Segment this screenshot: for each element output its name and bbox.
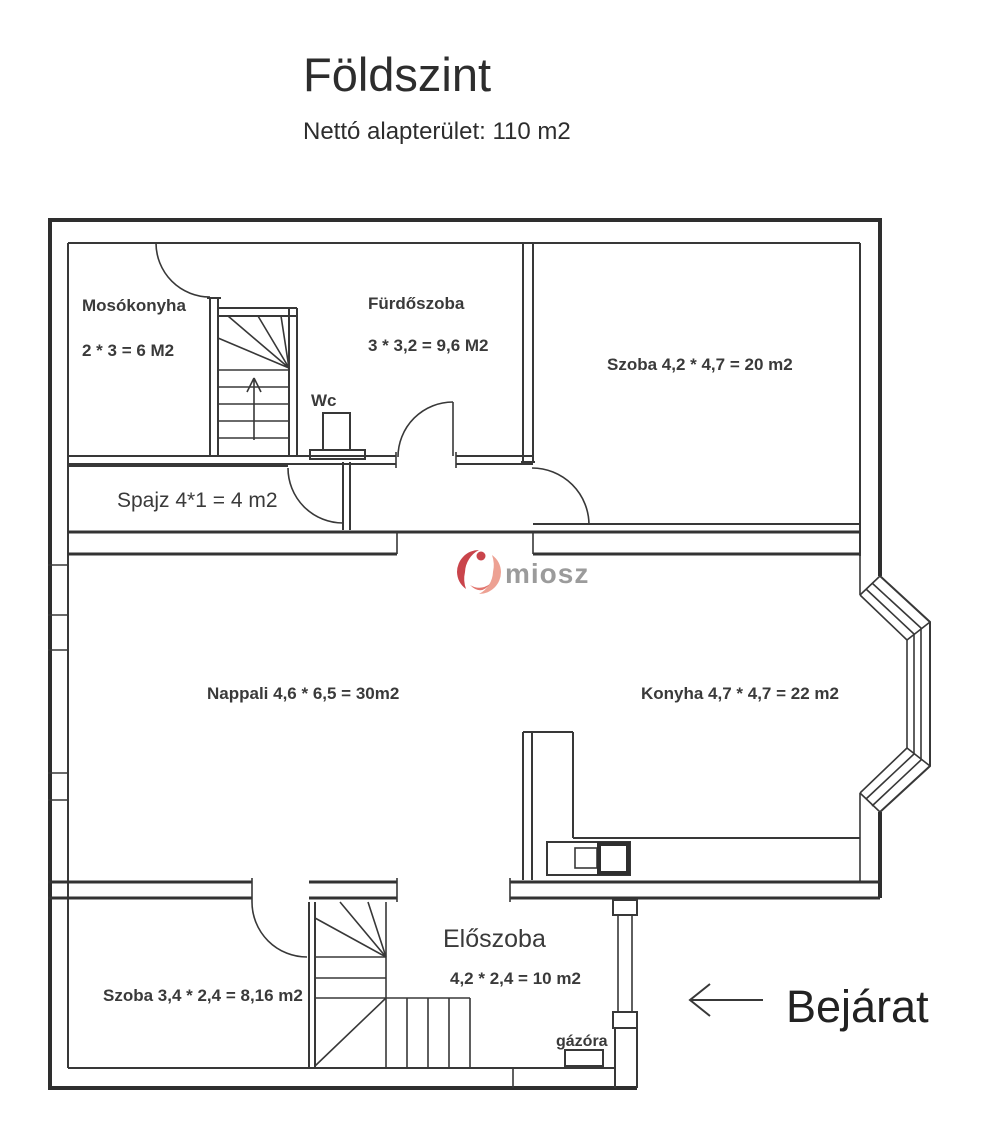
gazora-label: gázóra [556, 1033, 608, 1050]
kitchen-counter [546, 841, 631, 876]
room-label-eloszoba: Előszoba [443, 925, 546, 953]
room-area-mosokonyha: 2 * 3 = 6 M2 [82, 341, 174, 360]
bathroom-door [397, 401, 454, 458]
stove-icon [597, 842, 630, 875]
room-label-mosokonyha: Mosókonyha [82, 296, 186, 315]
szoba-also-door-arc [251, 901, 308, 958]
entrance-door [612, 899, 638, 1088]
room-label-furdoszoba: Fürdőszoba [368, 294, 465, 313]
bathroom-corridor-wall [68, 452, 533, 468]
spajz-wall [68, 462, 351, 530]
stairs-up-arrow-icon [246, 377, 262, 440]
lower-stairs [308, 901, 471, 1068]
room-label-wc: Wc [311, 391, 337, 410]
mosokonyha-wall [207, 297, 221, 457]
room-label-szoba-also: Szoba 3,4 * 2,4 = 8,16 m2 [103, 986, 303, 1005]
szoba-felso-walls [521, 243, 860, 525]
page-subtitle: Nettó alapterület: 110 m2 [303, 118, 571, 145]
sink-icon [574, 847, 598, 869]
spajz-door-arc [287, 467, 344, 524]
gas-meter-icon [564, 1049, 604, 1067]
watermark-text: miosz [505, 558, 589, 589]
bay-window [859, 556, 931, 882]
mosokonyha-door-arc [155, 242, 211, 298]
room-area-furdoszoba: 3 * 3,2 = 9,6 M2 [368, 336, 489, 355]
room-label-konyha: Konyha 4,7 * 4,7 = 22 m2 [641, 684, 839, 703]
bottom-inner-wall [48, 878, 880, 902]
room-area-eloszoba: 4,2 * 2,4 = 10 m2 [450, 969, 581, 988]
middle-wall [68, 530, 860, 556]
kitchen-partition [522, 731, 860, 880]
bejarat-label: Bejárat [786, 981, 929, 1032]
outer-walls [48, 218, 882, 1090]
room-label-spajz: Spajz 4*1 = 4 m2 [117, 489, 278, 512]
szoba-felso-door-arc [531, 467, 590, 526]
room-label-nappali: Nappali 4,6 * 6,5 = 30m2 [207, 684, 399, 703]
wc-toilet-icon [309, 412, 366, 460]
room-label-szoba-felso: Szoba 4,2 * 4,7 = 20 m2 [607, 355, 793, 374]
entrance-arrow-icon [688, 983, 763, 1017]
page-title: Földszint [303, 48, 491, 101]
upper-stairs [217, 307, 298, 457]
left-wall-window-ticks [48, 564, 68, 801]
miosz-logo-icon [457, 550, 501, 594]
